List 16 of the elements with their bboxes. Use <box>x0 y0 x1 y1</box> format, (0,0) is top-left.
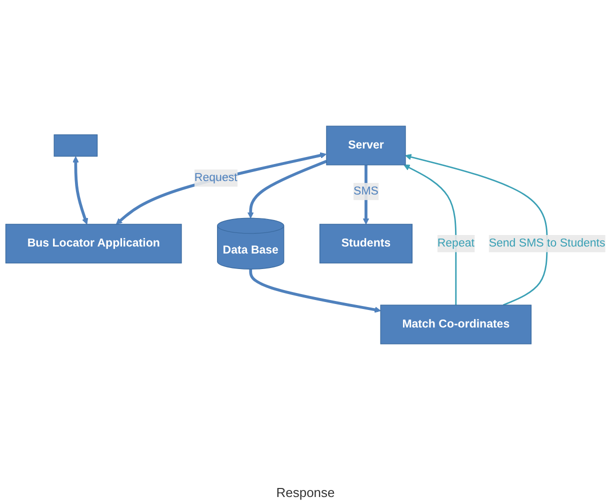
node-box: Bus Locator Application <box>5 224 182 264</box>
arrow <box>404 164 457 306</box>
node-box: Match Co-ordinates <box>380 304 532 344</box>
node-box <box>54 134 98 157</box>
node-box: Server <box>326 126 406 166</box>
edge-label: Send SMS to Students <box>488 237 606 250</box>
arrow <box>405 154 548 306</box>
edge-label: Request <box>194 172 238 184</box>
arrow <box>247 160 328 218</box>
arrow <box>116 152 326 224</box>
edge-label: SMS <box>354 185 378 198</box>
note-text: Response <box>276 485 335 500</box>
node-box: Students <box>319 224 413 264</box>
arrow <box>249 269 381 313</box>
edge-label: Repeat <box>437 237 474 250</box>
arrow <box>72 156 88 224</box>
